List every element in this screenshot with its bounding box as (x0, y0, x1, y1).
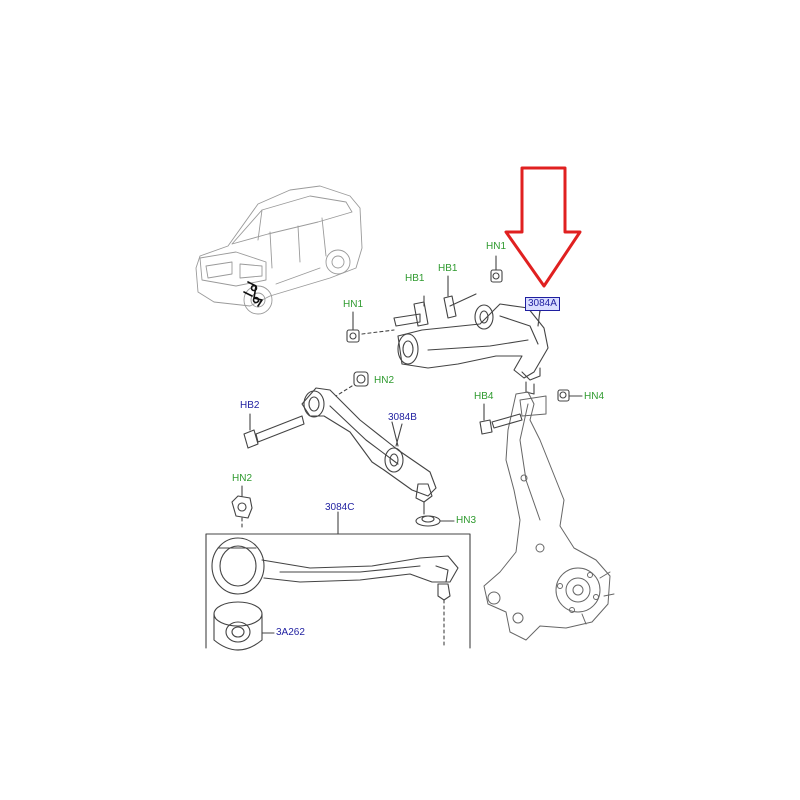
vehicle-icon (195, 185, 363, 315)
upper-control-arm (397, 303, 549, 395)
steering-knuckle (483, 391, 615, 641)
bolt-hb1-right (443, 275, 477, 319)
label-hn1-left: HN1 (343, 299, 364, 310)
label-3084c: 3084C (325, 502, 355, 513)
label-hb1-right: HB1 (438, 263, 458, 274)
label-hn1-top: HN1 (486, 241, 507, 252)
label-hb4: HB4 (474, 391, 494, 402)
nut-hn1-top (490, 255, 503, 283)
label-hn2-mid: HN2 (374, 375, 395, 386)
washer-hn3 (415, 515, 455, 527)
label-hn4: HN4 (584, 391, 605, 402)
vehicle-suspension-highlight (243, 281, 263, 307)
label-hb2: HB2 (240, 400, 260, 411)
bolt-hb2 (243, 413, 305, 449)
nut-hn1-left (346, 311, 395, 343)
nut-hn2-mid (335, 371, 369, 397)
label-hb1-left: HB1 (405, 273, 425, 284)
nut-hn2-low (231, 485, 253, 529)
label-3084b: 3084B (388, 412, 417, 423)
label-hn2-low: HN2 (232, 473, 253, 484)
label-3084a: 3084A (525, 297, 560, 311)
detail-box-3084c (205, 511, 471, 649)
label-hn3: HN3 (456, 515, 477, 526)
bolt-hb4 (479, 403, 523, 435)
lower-control-arm (301, 387, 437, 515)
down-arrow-icon (504, 166, 582, 288)
lower-arm-detail (211, 537, 459, 649)
bushing-3a262 (213, 601, 275, 651)
label-3a262: 3A262 (276, 627, 305, 638)
bolt-hb1-left (393, 295, 429, 327)
nut-hn4 (557, 389, 583, 402)
